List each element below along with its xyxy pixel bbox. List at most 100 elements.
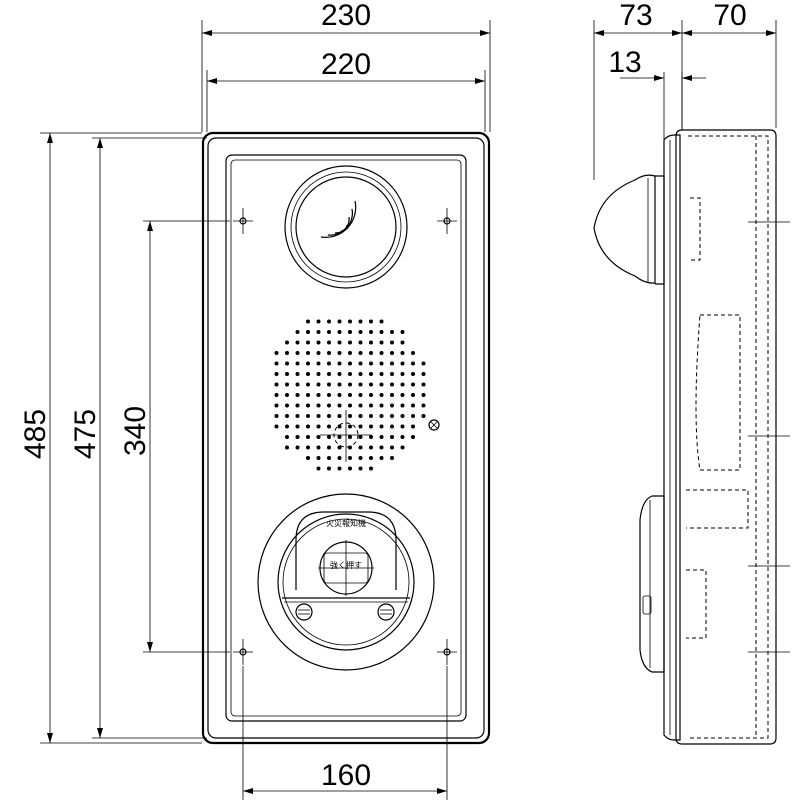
dimension-485-label: 485 xyxy=(19,409,52,459)
speaker-hole xyxy=(306,351,310,355)
speaker-hole xyxy=(369,361,373,366)
speaker-hole xyxy=(369,403,373,408)
speaker-hole xyxy=(411,361,415,366)
speaker-hole xyxy=(369,340,373,345)
speaker-hole xyxy=(348,424,352,429)
dimension-73-70 xyxy=(593,20,777,180)
speaker-hole xyxy=(369,466,373,471)
speaker-hole xyxy=(390,424,394,429)
screw-icon xyxy=(428,419,440,431)
speaker-hole xyxy=(421,414,426,418)
speaker-hole xyxy=(295,435,300,439)
speaker-hole xyxy=(337,424,342,429)
speaker-hole xyxy=(295,351,300,355)
speaker-hole xyxy=(285,403,289,408)
speaker-hole xyxy=(274,361,279,366)
speaker-hole xyxy=(369,445,373,450)
speaker-hole xyxy=(337,435,342,439)
speaker-hole xyxy=(327,330,331,334)
dimension-230-label: 230 xyxy=(321,0,371,32)
speaker-hole xyxy=(400,372,405,376)
speaker-hole xyxy=(316,435,321,439)
speaker-hole xyxy=(411,403,415,408)
speaker-hole xyxy=(348,330,352,334)
speaker-hole xyxy=(369,424,373,429)
side-view xyxy=(593,129,790,745)
speaker-hole xyxy=(306,393,310,397)
faceplate-inner xyxy=(230,159,462,717)
dimension-340 xyxy=(143,220,230,653)
speaker-hole xyxy=(327,445,331,450)
speaker-hole xyxy=(390,382,394,387)
speaker-hole xyxy=(379,372,384,376)
speaker-hole xyxy=(295,445,300,450)
speaker-hole xyxy=(379,382,384,387)
speaker-hole xyxy=(306,456,310,460)
speaker-hole xyxy=(327,403,331,408)
speaker-hole xyxy=(337,340,342,345)
speaker-hole xyxy=(358,424,363,429)
speaker-hole xyxy=(295,424,300,429)
speaker-hole xyxy=(285,340,289,345)
speaker-hole xyxy=(411,435,415,439)
speaker-hole xyxy=(337,393,342,397)
speaker-hole xyxy=(411,424,415,429)
speaker-hole xyxy=(369,435,373,439)
speaker-hole xyxy=(306,372,310,376)
speaker-hole xyxy=(316,466,321,471)
speaker-hole xyxy=(316,424,321,429)
speaker-hole xyxy=(274,424,279,429)
speaker-hole xyxy=(421,361,426,366)
mounting-hole-top-left xyxy=(233,208,253,234)
speaker-hole xyxy=(306,445,310,450)
outer-frame xyxy=(201,131,491,745)
speaker-hole xyxy=(285,414,289,418)
speaker-hole xyxy=(316,414,321,418)
speaker-hole xyxy=(327,466,331,471)
speaker-hole xyxy=(400,330,405,334)
speaker-hole xyxy=(400,424,405,429)
speaker-hole xyxy=(285,424,289,429)
speaker-hole xyxy=(411,414,415,418)
speaker-hole xyxy=(379,424,384,429)
speaker-hole xyxy=(306,414,310,418)
speaker-crosshair xyxy=(320,410,372,462)
speaker-hole xyxy=(369,414,373,418)
speaker-hole xyxy=(348,393,352,397)
speaker-hole xyxy=(358,330,363,334)
speaker-hole xyxy=(348,319,352,324)
speaker-hole xyxy=(327,351,331,355)
speaker-hole xyxy=(358,382,363,387)
speaker-hole xyxy=(369,351,373,355)
front-view: 火災報知機 強く押す xyxy=(201,131,491,745)
speaker-hole xyxy=(348,466,352,471)
speaker-hole xyxy=(390,393,394,397)
speaker-hole xyxy=(337,351,342,355)
dimension-13 xyxy=(620,72,706,176)
speaker-hole xyxy=(411,382,415,387)
speaker-hole xyxy=(369,330,373,334)
dimension-475 xyxy=(92,137,207,739)
speaker-hole xyxy=(358,393,363,397)
dimension-230 xyxy=(201,20,491,132)
speaker-hole xyxy=(327,393,331,397)
speaker-hole xyxy=(421,382,426,387)
speaker-hole xyxy=(358,435,363,439)
dimension-475-label: 475 xyxy=(69,409,102,459)
speaker-hole xyxy=(390,456,394,460)
speaker-hole xyxy=(358,403,363,408)
speaker-hole xyxy=(285,382,289,387)
speaker-hole xyxy=(348,414,352,418)
speaker-hole xyxy=(337,456,342,460)
dimension-485 xyxy=(40,132,202,744)
speaker-hole xyxy=(369,456,373,460)
speaker-hole xyxy=(390,351,394,355)
speaker-hole xyxy=(400,445,405,450)
speaker-hole xyxy=(327,372,331,376)
speaker-hole xyxy=(379,414,384,418)
speaker-hole xyxy=(306,403,310,408)
dimension-220-label: 220 xyxy=(321,48,371,81)
speaker-hole xyxy=(379,330,384,334)
speaker-hole xyxy=(327,361,331,366)
